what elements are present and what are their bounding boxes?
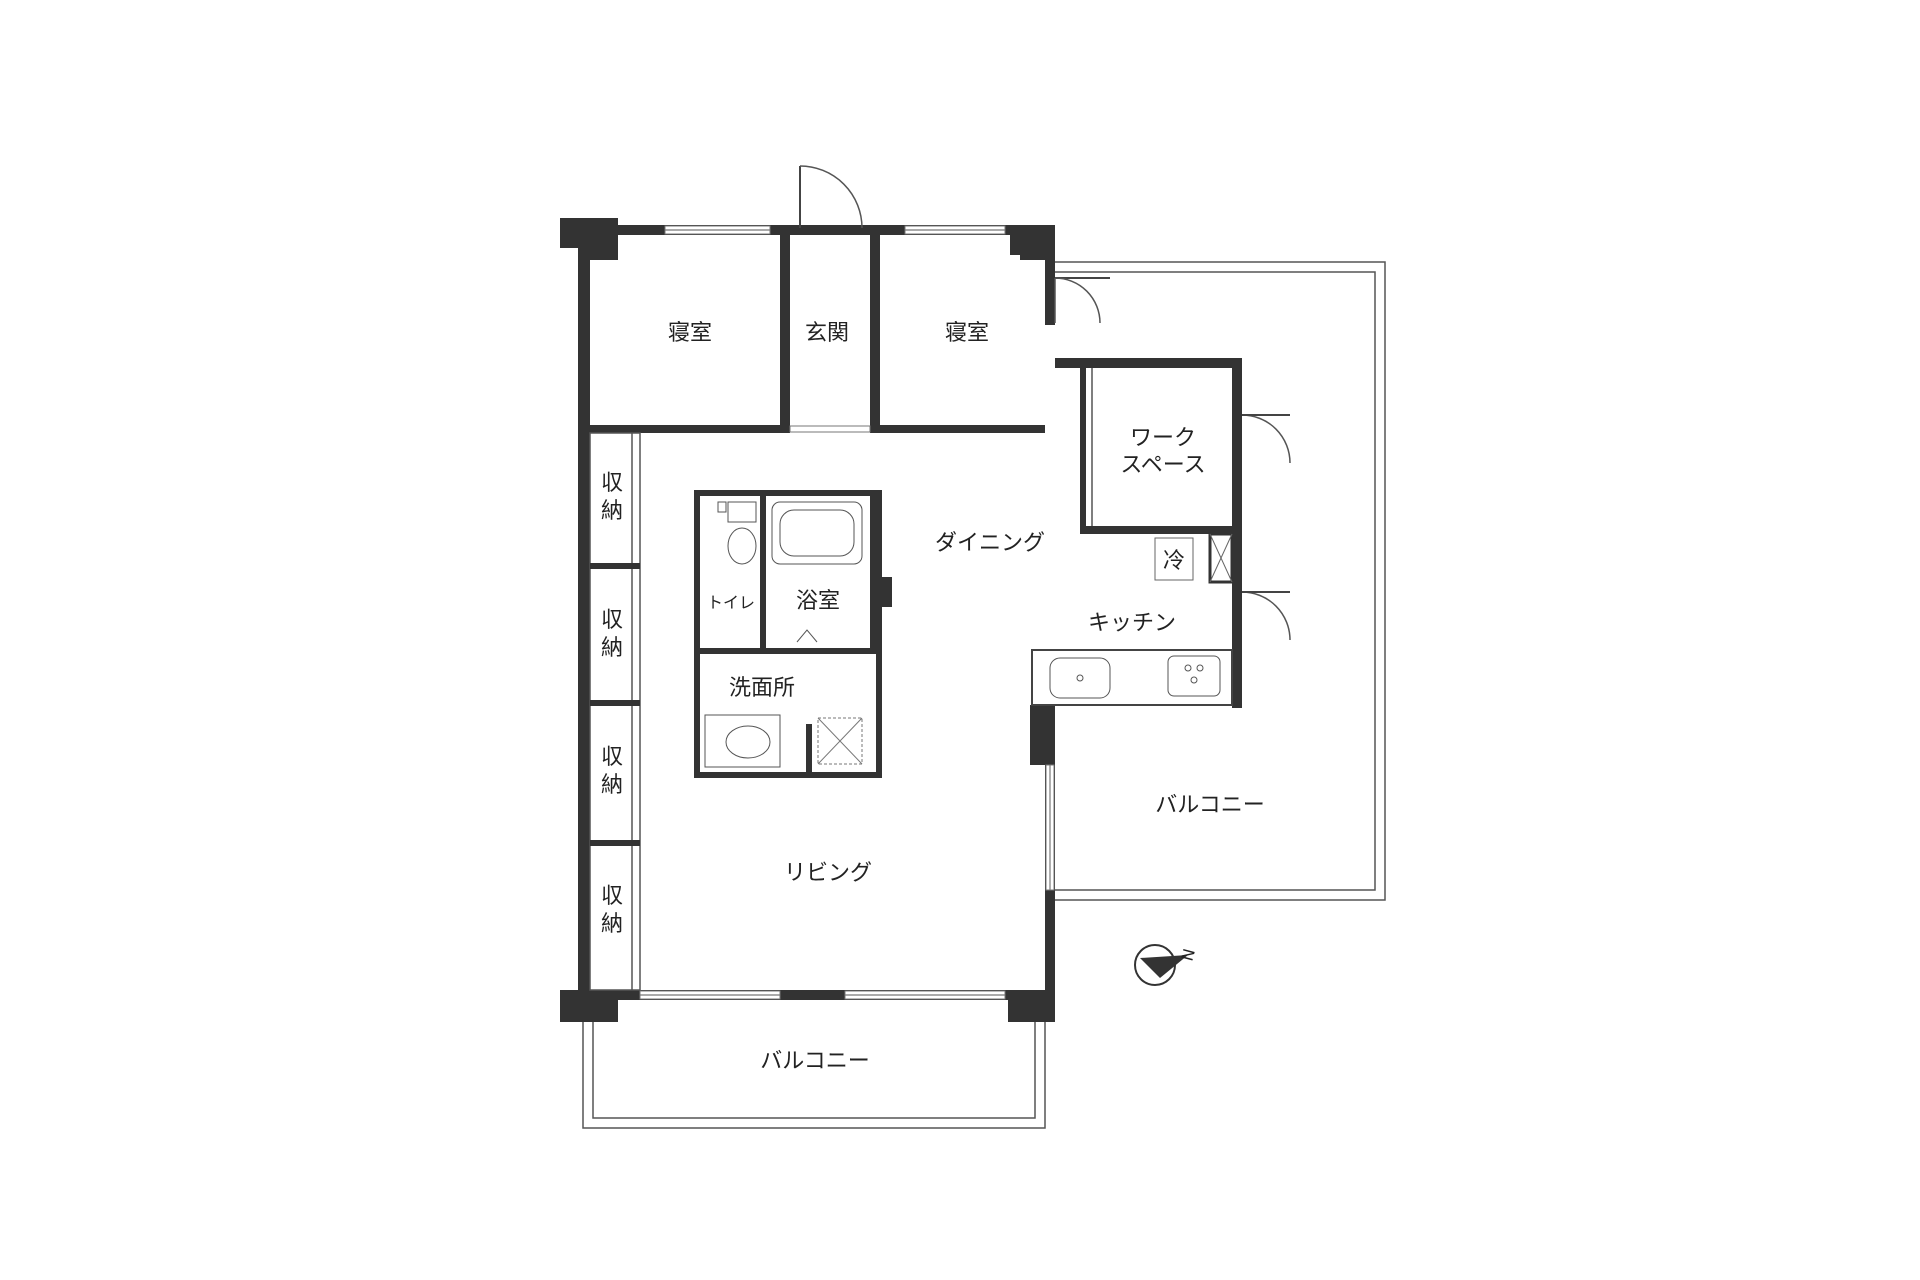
outer-walls [560, 218, 1055, 1022]
room-label-balcony-south: バルコニー [760, 1049, 870, 1074]
storage-label-4a: 収 [601, 884, 623, 909]
compass-label: N [1178, 947, 1199, 963]
storage-label-3a: 収 [601, 745, 623, 770]
balcony-east [1052, 261, 1386, 901]
fridge-label: 冷 [1163, 549, 1185, 574]
fridge [1154, 537, 1194, 581]
room-label-balcony-east: バルコニー [1155, 793, 1265, 818]
room-label-workspace-1: ワーク [1130, 426, 1196, 451]
room-label-toilet: トイレ [707, 593, 755, 612]
storage-label-3b: 納 [601, 773, 623, 798]
storage-label-4b: 納 [601, 912, 623, 937]
top-windows [664, 225, 1006, 235]
top-room-walls [590, 235, 1045, 433]
room-label-workspace-2: スペース [1120, 453, 1205, 478]
bathroom-block [694, 490, 892, 778]
bottom-windows [639, 990, 1006, 1000]
room-label-bathroom: 浴室 [796, 589, 840, 614]
storage-closets [589, 432, 641, 991]
kitchen-cabinet [1208, 532, 1234, 584]
workspace-walls [1055, 358, 1291, 708]
entrance-door [799, 165, 863, 229]
room-label-bedroom-2: 寝室 [945, 321, 989, 346]
room-label-kitchen: キッチン [1088, 611, 1176, 636]
storage-label-2b: 納 [601, 636, 623, 661]
storage-label-2a: 収 [601, 608, 623, 633]
room-label-bedroom-1: 寝室 [668, 321, 712, 346]
storage-label-1b: 納 [601, 499, 623, 524]
storage-label-1a: 収 [601, 471, 623, 496]
bedroom-side-door [1054, 277, 1110, 324]
room-label-dining: ダイニング [935, 531, 1045, 556]
room-label-washroom: 洗面所 [729, 676, 795, 701]
compass-icon [1134, 944, 1188, 986]
room-label-entrance: 玄関 [805, 321, 849, 346]
kitchen-counter [1031, 649, 1233, 706]
balcony-south [582, 1000, 1046, 1129]
room-label-living: リビング [784, 861, 872, 886]
right-window [1045, 764, 1055, 891]
